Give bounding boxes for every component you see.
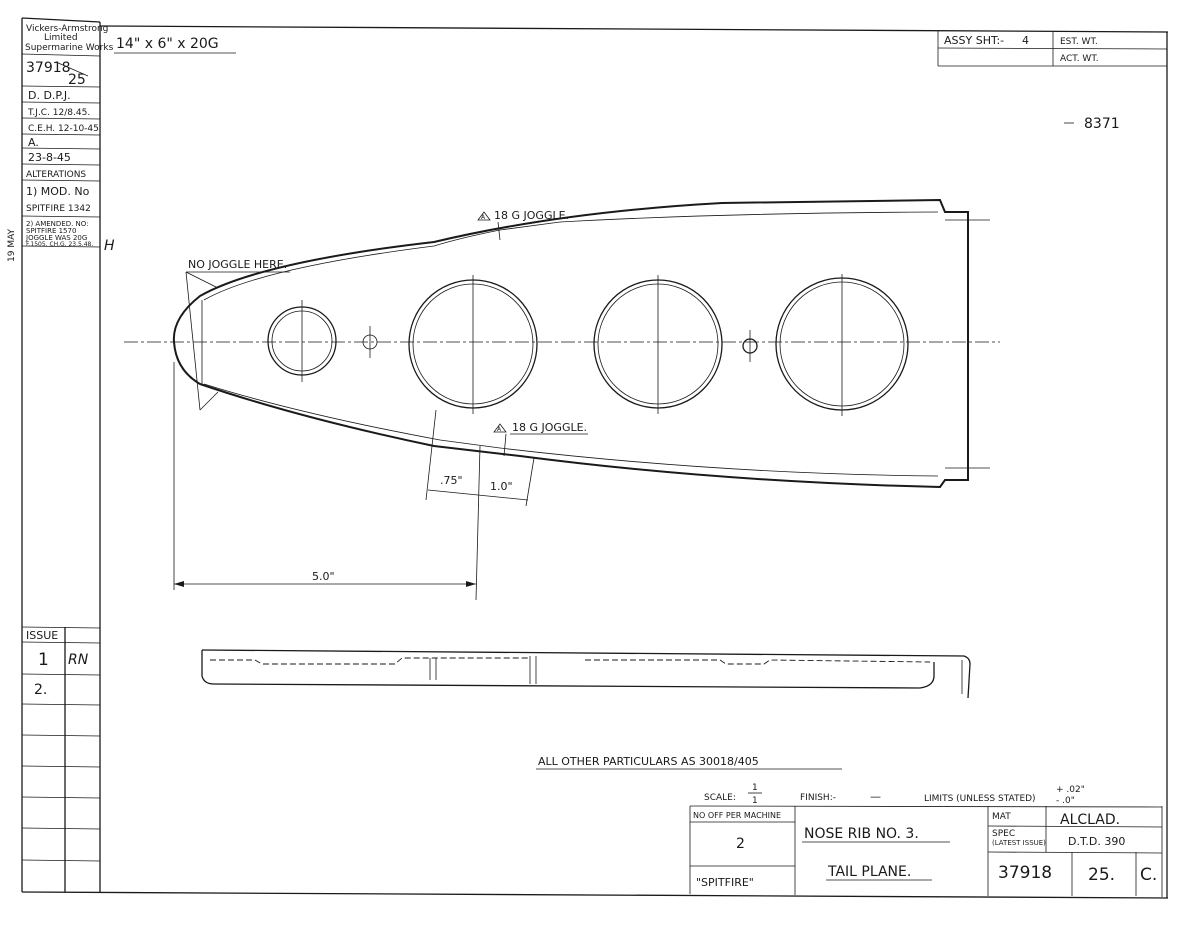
rib-flange-line xyxy=(203,211,939,477)
rib-outline xyxy=(172,198,969,489)
received-date-stamp: 19 MAY xyxy=(7,228,17,262)
title-drawing-number: 37918 xyxy=(998,863,1052,883)
title-issue-letter: C. xyxy=(1140,865,1157,885)
title-sheet-number: 25. xyxy=(1088,865,1115,885)
material-value: ALCLAD. xyxy=(1060,812,1120,828)
reference-number: 8371 xyxy=(1084,116,1120,132)
amendment-line-2: SPITFIRE 1570 xyxy=(26,227,76,235)
maker-name: Vickers-Armstrong xyxy=(26,24,108,34)
title-block: SCALE: 1 1 FINISH:- — LIMITS (UNLESS STA… xyxy=(689,783,1163,897)
maker-limited: Limited xyxy=(44,33,78,43)
sidebar-sheet-number: 25 xyxy=(68,72,86,88)
other-particulars-note: ALL OTHER PARTICULARS AS 30018/405 xyxy=(538,755,759,768)
header-block: 14" x 6" x 20G ASSY SHT:- 4 EST. WT. ACT… xyxy=(114,30,1168,132)
approved-date: 23-8-45 xyxy=(28,151,71,164)
finish-value: — xyxy=(870,790,881,803)
sidebar-panel: Vickers-Armstrong Limited Supermarine Wo… xyxy=(7,17,115,862)
mod-label: 1) MOD. No xyxy=(26,185,90,198)
dimension-10: 1.0" xyxy=(490,480,513,493)
no-off-label: NO OFF PER MACHINE xyxy=(693,811,781,820)
limit-plus: + .02" xyxy=(1056,785,1085,795)
machine-name: "SPITFIRE" xyxy=(696,876,754,889)
no-joggle-note: NO JOGGLE HERE. xyxy=(188,258,287,271)
mod-value: SPITFIRE 1342 xyxy=(26,204,91,214)
act-weight-label: ACT. WT. xyxy=(1060,54,1099,64)
handwritten-initials: H xyxy=(104,238,115,254)
material-label: MAT xyxy=(992,812,1011,822)
drawing-border xyxy=(21,18,1169,899)
issue-1-number: 1 xyxy=(38,650,49,670)
works-name: Supermarine Works xyxy=(25,43,114,53)
spec-label: SPEC xyxy=(992,829,1015,839)
issue-2-number: 2. xyxy=(34,682,47,698)
approved-by: A. xyxy=(28,136,39,149)
amendment-line-1: 2) AMENDED. NO: xyxy=(26,220,89,228)
limits-label: LIMITS (UNLESS STATED) xyxy=(924,794,1036,804)
part-name: NOSE RIB NO. 3. xyxy=(804,826,919,842)
stock-size: 14" x 6" x 20G xyxy=(116,36,219,52)
dimension-50: 5.0" xyxy=(312,570,335,583)
sidebar-drawing-number: 37918 xyxy=(26,60,71,76)
scale-numerator: 1 xyxy=(752,783,758,793)
scale-label: SCALE: xyxy=(704,793,736,803)
no-off-value: 2 xyxy=(736,836,745,852)
rib-side-view xyxy=(201,649,971,699)
assy-sheet-value: 4 xyxy=(1022,34,1029,47)
limit-minus: - .0" xyxy=(1056,796,1075,806)
amendment-line-3: JOGGLE WAS 20G xyxy=(25,234,87,242)
finish-label: FINISH:- xyxy=(800,793,836,803)
dimension-075: .75" xyxy=(440,474,463,487)
bottom-joggle-note: 18 G JOGGLE. xyxy=(512,421,587,434)
drawn-by: D. D.P.J. xyxy=(28,89,71,102)
top-joggle-note: 18 G JOGGLE. xyxy=(494,209,569,222)
spec-label-latest: (LATEST ISSUE) xyxy=(992,839,1046,847)
scale-denominator: 1 xyxy=(752,796,758,806)
issue-label: ISSUE xyxy=(26,629,58,642)
alterations-title: ALTERATIONS xyxy=(26,170,86,180)
checked-by: C.E.H. 12-10-45 xyxy=(28,124,99,134)
nose-rib-plan-view: NO JOGGLE HERE. A 18 G JOGGLE. A 18 G JO… xyxy=(124,198,1000,601)
traced-by: T.J.C. 12/8.45. xyxy=(27,108,90,118)
triangle-mark-top: A xyxy=(481,214,486,221)
assy-sheet-label: ASSY SHT:- xyxy=(944,34,1004,47)
assembly-name: TAIL PLANE. xyxy=(827,864,911,880)
triangle-mark-bottom: A xyxy=(497,426,502,433)
issue-1-signature: RN xyxy=(68,652,89,668)
spec-value: D.T.D. 390 xyxy=(1068,835,1125,848)
est-weight-label: EST. WT. xyxy=(1060,37,1098,47)
amendment-line-4: F.1505. CH.G. 23.5.48. xyxy=(26,241,93,248)
